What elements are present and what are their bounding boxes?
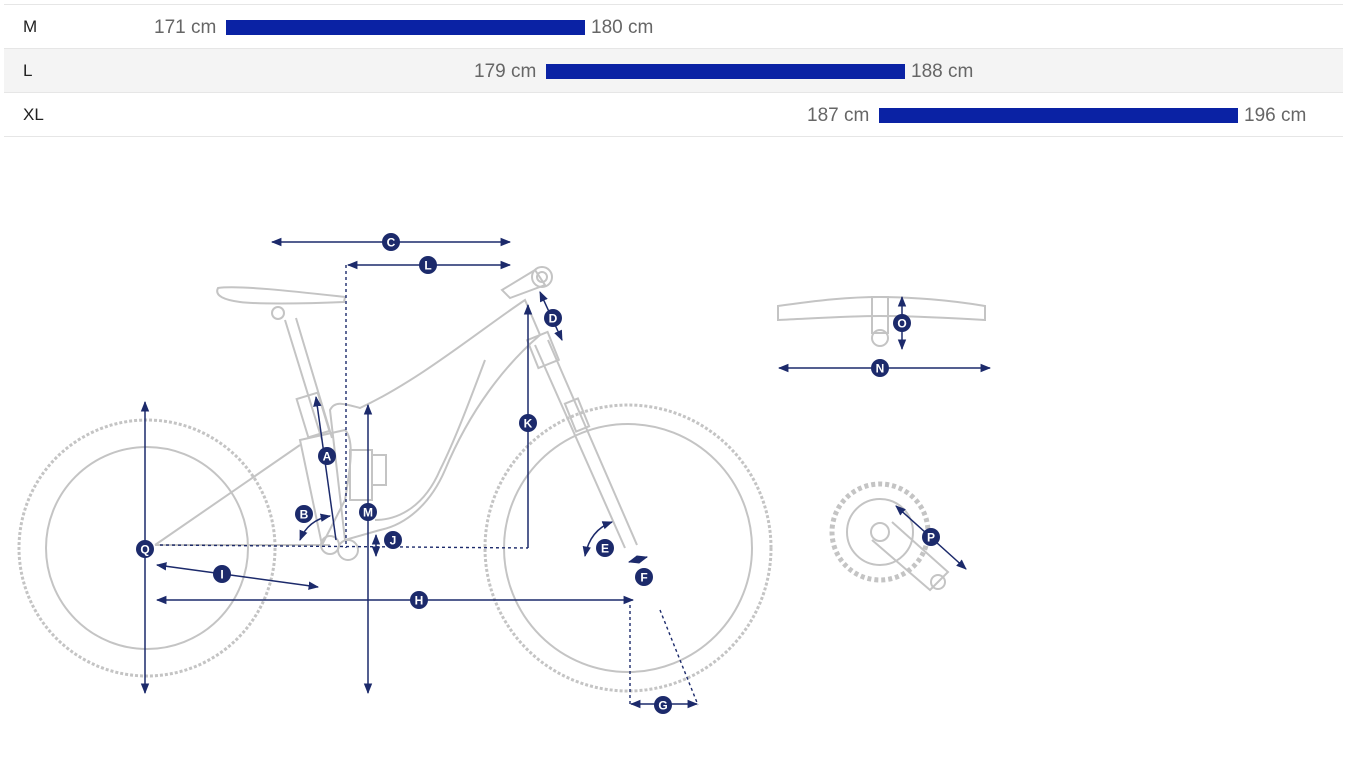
- marker-c: C: [382, 233, 400, 251]
- svg-text:L: L: [424, 259, 431, 273]
- height-min: 171 cm: [154, 17, 217, 38]
- height-min: 179 cm: [474, 61, 537, 82]
- marker-h: H: [410, 591, 428, 609]
- svg-text:B: B: [300, 508, 309, 522]
- marker-j: J: [384, 531, 402, 549]
- svg-text:Q: Q: [140, 543, 149, 557]
- size-label: XL: [23, 105, 44, 124]
- size-chart: M 171 cm 180 cm L 179 cm 188 cm XL 187 c…: [4, 4, 1343, 137]
- marker-p: P: [922, 528, 940, 546]
- svg-text:H: H: [415, 594, 424, 608]
- geometry-diagram: A B C D E F G H I J K L M N O P Q: [17, 233, 992, 714]
- size-row-xl: XL 187 cm 196 cm: [4, 93, 1343, 137]
- marker-g: G: [654, 696, 672, 714]
- svg-text:A: A: [323, 450, 332, 464]
- height-range-bar: [546, 64, 905, 79]
- svg-text:K: K: [524, 417, 533, 431]
- marker-e: E: [596, 539, 614, 557]
- size-row-l: L 179 cm 188 cm: [4, 49, 1343, 93]
- marker-k: K: [519, 414, 537, 432]
- svg-text:C: C: [387, 236, 396, 250]
- marker-l: L: [419, 256, 437, 274]
- svg-text:I: I: [220, 568, 223, 582]
- marker-i: I: [213, 565, 231, 583]
- height-max: 180 cm: [591, 17, 654, 38]
- marker-q: Q: [136, 540, 154, 558]
- svg-text:D: D: [549, 312, 558, 326]
- reference-lines: [159, 265, 699, 706]
- height-range-bar: [879, 108, 1238, 123]
- size-label: M: [23, 17, 38, 36]
- marker-o: O: [893, 314, 911, 332]
- svg-text:J: J: [390, 534, 397, 548]
- svg-text:N: N: [876, 362, 885, 376]
- svg-text:E: E: [601, 542, 609, 556]
- svg-text:G: G: [658, 699, 667, 713]
- svg-text:O: O: [897, 317, 906, 331]
- marker-f: F: [635, 568, 653, 586]
- marker-d: D: [544, 309, 562, 327]
- height-min: 187 cm: [807, 105, 870, 126]
- marker-b: B: [295, 505, 313, 523]
- size-label: L: [23, 61, 33, 80]
- bike-line-art: [17, 266, 986, 693]
- size-row-m: M 171 cm 180 cm: [4, 5, 1343, 49]
- marker-n: N: [871, 359, 889, 377]
- height-max: 188 cm: [911, 61, 974, 82]
- svg-text:F: F: [640, 571, 647, 585]
- marker-a: A: [318, 447, 336, 465]
- height-range-bar: [226, 20, 585, 35]
- marker-m: M: [359, 503, 377, 521]
- svg-text:M: M: [363, 506, 373, 520]
- svg-text:P: P: [927, 531, 935, 545]
- height-max: 196 cm: [1244, 105, 1307, 126]
